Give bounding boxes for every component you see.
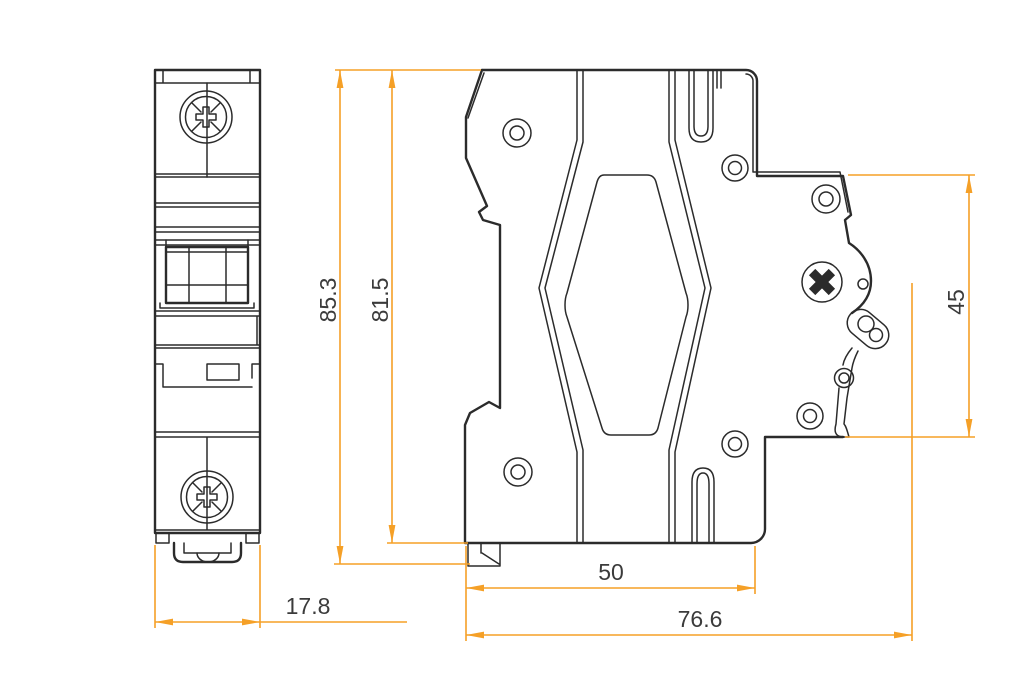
dimension-body-height: 81.5: [367, 70, 468, 544]
trip-linkage: [833, 347, 859, 438]
terminal-screw-top: [179, 90, 233, 144]
dimension-line: [154, 545, 407, 628]
arrowhead-left: [155, 618, 173, 626]
side-clip-foot: [467, 542, 501, 567]
dimension-line: [466, 283, 913, 641]
dim-side-section-height-label: 45: [943, 289, 969, 315]
front-lower-bands: [154, 431, 261, 531]
dimension-base-width: 50: [465, 546, 756, 641]
dimensions: 85.3 81.5 45 50 76.6: [154, 69, 975, 641]
front-bottom-clip: [155, 532, 260, 564]
dim-overall-depth-label: 76.6: [678, 606, 723, 632]
dimension-overall-height: 85.3: [315, 70, 470, 565]
dim-body-height-label: 81.5: [367, 278, 393, 323]
side-inner-lines: [467, 72, 849, 213]
terminal-screw-bottom: [180, 470, 234, 524]
dim-overall-height-label: 85.3: [315, 278, 341, 323]
side-body-outline: [463, 68, 873, 545]
arrowhead-down: [388, 525, 396, 543]
front-body-outline: [153, 68, 262, 535]
dim-base-width-label: 50: [598, 559, 624, 585]
dimension-side-section-height: 45: [845, 174, 975, 438]
dimension-line: [387, 70, 468, 544]
front-top-cap: [154, 69, 261, 84]
arrowhead-left: [466, 631, 484, 639]
toggle-lever: [846, 308, 890, 350]
dimension-line: [334, 70, 470, 565]
front-face-bands: [154, 173, 261, 246]
arrowhead-up: [388, 70, 396, 88]
side-hex-recess: [564, 174, 689, 436]
side-slots: [688, 69, 722, 544]
arrowhead-right: [894, 631, 912, 639]
arrowhead-down: [336, 546, 344, 564]
side-view: [463, 68, 890, 567]
arrowhead-up: [336, 70, 344, 88]
side-center-boss: [538, 69, 712, 544]
dimension-module-width: 17.8: [154, 545, 407, 628]
cross-screw: [801, 261, 869, 303]
toggle-switch: [159, 239, 255, 309]
rivets: [502, 118, 841, 487]
front-view: [153, 68, 262, 564]
dimension-line: [465, 546, 756, 641]
dimension-line: [845, 174, 975, 438]
dim-module-width-label: 17.8: [286, 593, 331, 619]
arrowhead-up: [965, 175, 973, 193]
arrowhead-right: [737, 584, 755, 592]
arrowhead-right: [242, 618, 260, 626]
arrowhead-left: [466, 584, 484, 592]
dimension-overall-depth: 76.6: [466, 283, 913, 641]
arrowhead-down: [965, 419, 973, 437]
marking-window: [154, 363, 261, 388]
front-label-band: [154, 310, 261, 349]
